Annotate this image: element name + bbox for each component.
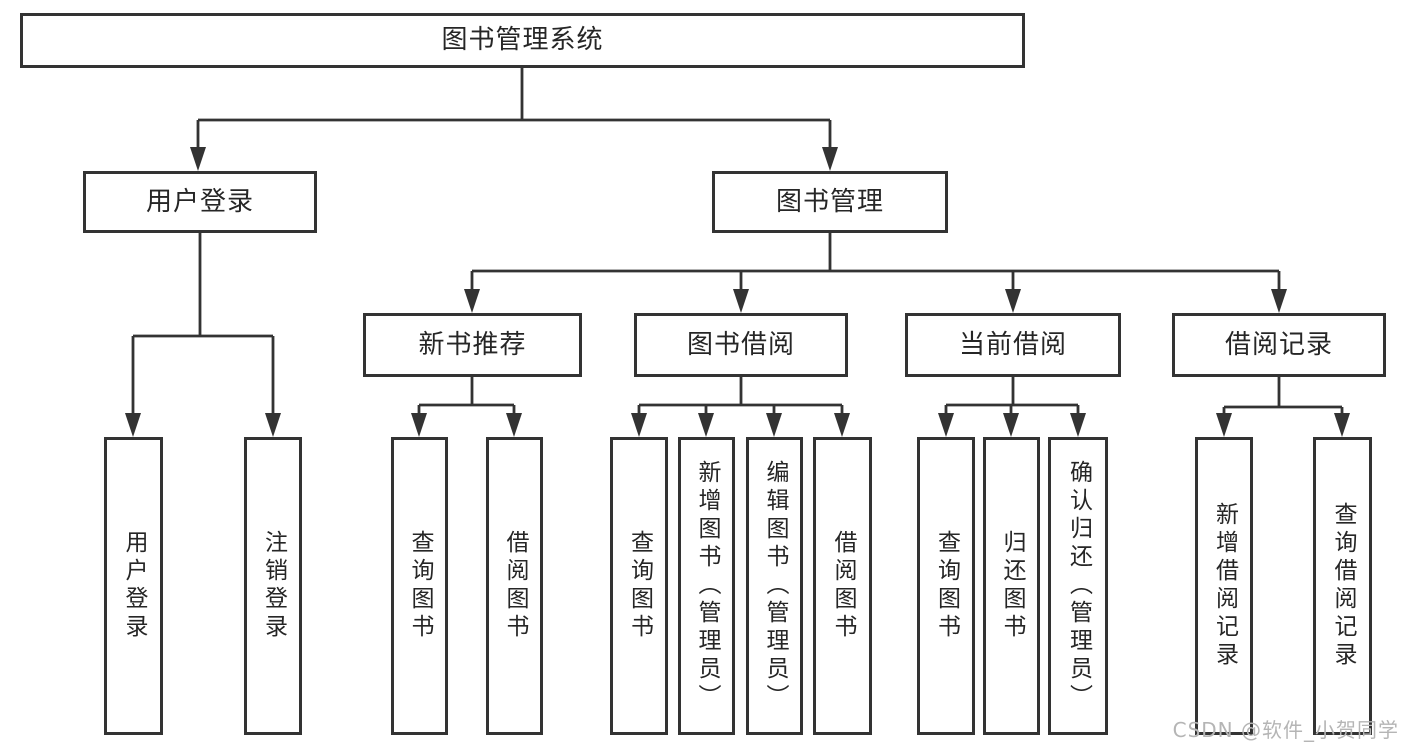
node-label-new-book-recommendation: 新书推荐 (418, 329, 527, 360)
node-label-current-borrowing: 当前借阅 (958, 329, 1067, 360)
node-book-management: 图书管理 (712, 171, 948, 233)
node-edit-books-admin: 编辑图书（管理员） (746, 437, 803, 735)
node-label-borrowing-records: 借阅记录 (1224, 329, 1333, 360)
node-user-login: 用户登录 (83, 171, 317, 233)
arrowhead-icon (698, 413, 714, 437)
node-label-user-login: 用户登录 (145, 186, 254, 217)
arrowhead-icon (1003, 413, 1019, 437)
arrowhead-icon (464, 289, 480, 313)
node-return-books: 归还图书 (983, 437, 1040, 735)
arrowhead-icon (938, 413, 954, 437)
node-query-books-1: 查询图书 (391, 437, 448, 735)
arrowhead-icon (1005, 289, 1021, 313)
arrowhead-icon (822, 147, 838, 171)
node-label-query-borrow-record: 查询借阅记录 (1330, 502, 1356, 670)
node-new-book-recommendation: 新书推荐 (363, 313, 582, 377)
node-current-borrowing: 当前借阅 (905, 313, 1121, 377)
node-label-query-books-3: 查询图书 (933, 530, 960, 642)
node-book-borrowing: 图书借阅 (634, 313, 848, 377)
node-label-return-books: 归还图书 (999, 530, 1025, 642)
node-label-add-borrow-record: 新增借阅记录 (1211, 502, 1238, 670)
arrowhead-icon (190, 147, 206, 171)
node-query-books-2: 查询图书 (610, 437, 668, 735)
arrowhead-icon (834, 413, 850, 437)
arrowhead-icon (766, 413, 782, 437)
arrowhead-icon (411, 413, 427, 437)
arrowhead-icon (733, 289, 749, 313)
arrowhead-icon (1070, 413, 1086, 437)
node-query-books-3: 查询图书 (917, 437, 975, 735)
node-query-borrow-record: 查询借阅记录 (1313, 437, 1372, 735)
node-borrow-books-1: 借阅图书 (486, 437, 543, 735)
node-label-borrow-books-2: 借阅图书 (830, 530, 856, 642)
node-label-edit-books-admin: 编辑图书（管理员） (762, 460, 788, 712)
arrowhead-icon (265, 413, 281, 437)
node-label-query-books-1: 查询图书 (407, 530, 433, 642)
arrowhead-icon (631, 413, 647, 437)
node-confirm-return-admin: 确认归还（管理员） (1048, 437, 1108, 735)
node-borrowing-records: 借阅记录 (1172, 313, 1386, 377)
arrowhead-icon (1334, 413, 1350, 437)
node-label-book-borrowing: 图书借阅 (686, 329, 795, 360)
watermark: CSDN @软件_小贺同学 (1172, 718, 1399, 742)
node-label-add-books-admin: 新增图书（管理员） (694, 460, 720, 712)
arrowhead-icon (1216, 413, 1232, 437)
arrowhead-icon (1271, 289, 1287, 313)
node-label-user-login-action: 用户登录 (121, 530, 147, 642)
node-borrow-books-2: 借阅图书 (813, 437, 872, 735)
node-label-query-books-2: 查询图书 (626, 530, 653, 642)
node-label-confirm-return-admin: 确认归还（管理员） (1065, 460, 1092, 712)
arrowhead-icon (506, 413, 522, 437)
node-user-login-action: 用户登录 (104, 437, 163, 735)
node-label-library-system: 图书管理系统 (441, 25, 604, 56)
node-library-system: 图书管理系统 (20, 13, 1025, 68)
node-add-borrow-record: 新增借阅记录 (1195, 437, 1253, 735)
node-logout-action: 注销登录 (244, 437, 302, 735)
node-add-books-admin: 新增图书（管理员） (678, 437, 735, 735)
node-label-borrow-books-1: 借阅图书 (502, 530, 528, 642)
node-label-logout-action: 注销登录 (260, 530, 287, 642)
arrowhead-icon (125, 413, 141, 437)
node-label-book-management: 图书管理 (775, 186, 884, 217)
